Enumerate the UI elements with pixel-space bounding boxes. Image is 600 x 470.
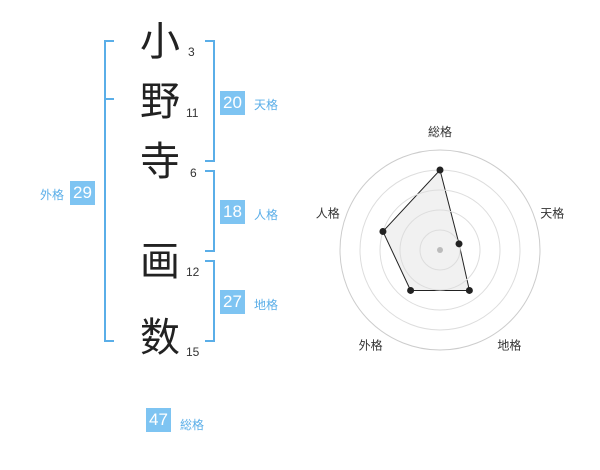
radar-inner-ring [419,229,461,271]
radar-point-5 [379,227,387,235]
radar-point-3 [465,286,473,294]
name-char-1: 小 [140,19,180,65]
gaikaku-bracket-inner-tick [104,98,114,100]
radar-axis-label: 地格 [497,337,521,352]
radar-center-dot [437,247,443,253]
stroke-count-2: 11 [186,106,199,120]
stroke-count-5: 15 [186,345,200,359]
name-char-3: 寺 [140,139,180,185]
name-char-4: 画 [140,239,180,285]
radar-axis-label: 人格 [316,206,340,221]
tenkaku-label: 天格 [254,98,279,112]
radar-point-1 [436,166,444,174]
radar-point-2 [455,240,463,248]
stroke-count-3: 6 [190,166,197,180]
gaikaku-bracket [104,40,114,342]
stroke-count-4: 12 [186,265,200,279]
radar-axis-label: 天格 [540,206,564,221]
tenkaku-value: 20 [220,91,245,115]
radar-inner-ring [399,209,481,291]
radar-inner-ring [379,189,501,311]
name-char-5: 数 [140,315,180,361]
chikaku-value: 27 [220,290,245,314]
chikaku-label: 地格 [254,298,279,312]
soukaku-label: 総格 [180,418,205,432]
soukaku-value: 47 [146,408,171,432]
jinkaku-label: 人格 [254,208,279,222]
tenkaku-bracket [205,40,215,162]
radar-point-4 [407,286,415,294]
chikaku-bracket [205,260,215,342]
name-char-2: 野 [140,79,180,125]
gaikaku-value: 29 [70,181,95,205]
stroke-count-1: 3 [188,45,195,59]
jinkaku-value: 18 [220,200,245,224]
radar-axis-label: 総格 [428,124,452,139]
jinkaku-bracket [205,170,215,252]
gaikaku-label: 外格 [40,188,65,202]
radar-axis-label: 外格 [359,337,383,352]
